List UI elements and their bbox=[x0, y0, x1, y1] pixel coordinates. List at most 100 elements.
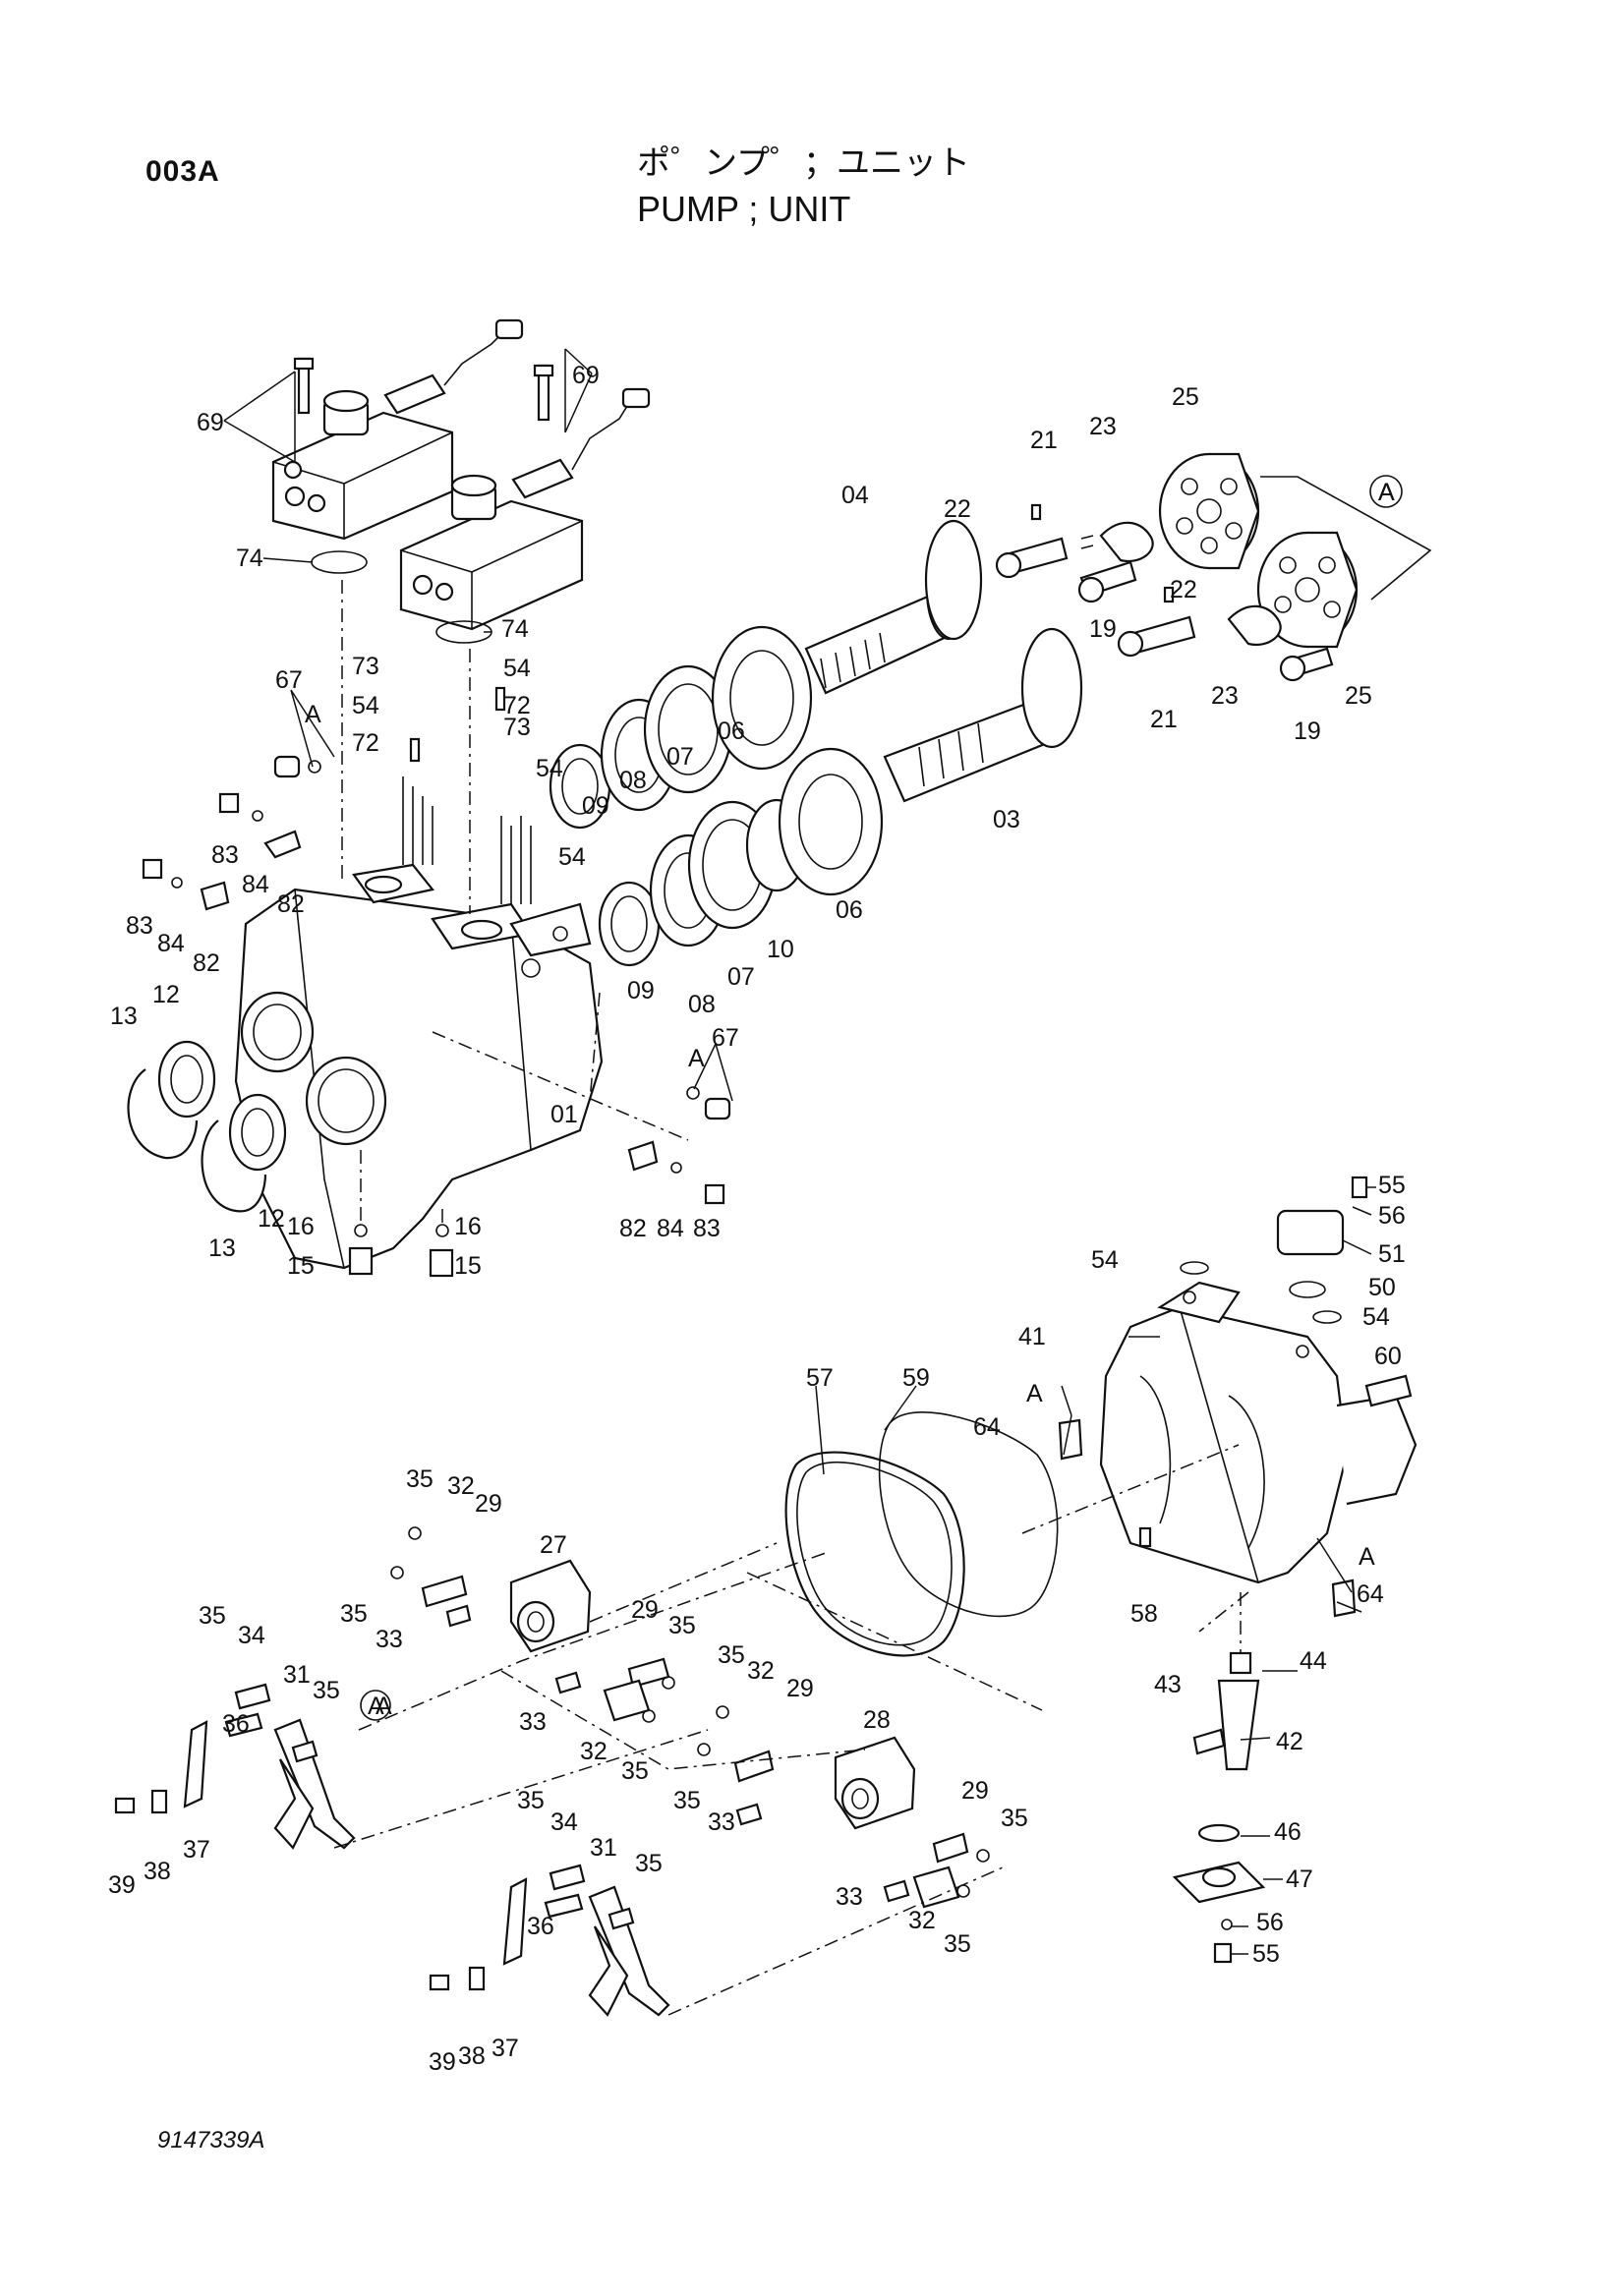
callout-label: 39 bbox=[108, 1871, 136, 1899]
tilt-housing bbox=[1099, 1281, 1418, 1584]
callout-label: 41 bbox=[1018, 1323, 1046, 1350]
callout-label: 59 bbox=[902, 1364, 930, 1392]
callout-label: 33 bbox=[519, 1708, 547, 1736]
callout-label: 82 bbox=[619, 1215, 647, 1242]
callout-label: 27 bbox=[540, 1531, 567, 1559]
callout-label: 06 bbox=[836, 896, 863, 924]
callout-label: 32 bbox=[908, 1907, 936, 1934]
callout-label: 60 bbox=[1374, 1343, 1402, 1370]
callout-label: 35 bbox=[340, 1600, 368, 1628]
callout-label: 38 bbox=[458, 2042, 486, 2070]
callout-label: 06 bbox=[718, 718, 745, 745]
callout-label: 54 bbox=[558, 843, 586, 871]
callout-label: 54 bbox=[352, 692, 379, 719]
o-ring-74-left bbox=[311, 550, 368, 574]
callout-label: 19 bbox=[1089, 615, 1117, 643]
callout-label: 35 bbox=[517, 1787, 545, 1814]
callout-label: 67 bbox=[275, 666, 303, 694]
callout-label: 54 bbox=[1362, 1303, 1390, 1331]
callout-label: 84 bbox=[157, 930, 185, 957]
callout-label: 16 bbox=[287, 1213, 315, 1240]
page-title: PUMP ; UNIT bbox=[637, 189, 851, 229]
callout-label: 22 bbox=[944, 495, 971, 523]
callout-label: 56 bbox=[1256, 1909, 1284, 1936]
callout-label: 31 bbox=[283, 1661, 311, 1689]
callout-label: 64 bbox=[973, 1413, 1001, 1441]
callout-label: 25 bbox=[1345, 682, 1372, 710]
gasket-57 bbox=[784, 1451, 965, 1657]
drive-shaft-04-assembly bbox=[804, 519, 983, 695]
bearing-stack-lower bbox=[598, 747, 884, 967]
callout-label: 57 bbox=[806, 1364, 834, 1392]
callout-label: 83 bbox=[693, 1215, 721, 1242]
callout-label: 35 bbox=[1001, 1805, 1028, 1832]
callout-label: 84 bbox=[242, 871, 269, 898]
callout-label: 09 bbox=[582, 792, 609, 820]
callout-label: 82 bbox=[193, 949, 220, 977]
cylinder-block-upper bbox=[1158, 452, 1260, 570]
callout-label: 36 bbox=[527, 1913, 554, 1940]
callout-label: 39 bbox=[429, 2048, 456, 2076]
callout-label: 01 bbox=[550, 1101, 578, 1128]
seal-12-upper bbox=[157, 1040, 216, 1119]
page-title-japanese: ポ゜ンプ゜；ユニット bbox=[637, 144, 970, 183]
callout-label: 47 bbox=[1286, 1866, 1313, 1893]
svg-text:A: A bbox=[368, 1693, 384, 1720]
servo-piston-27 bbox=[509, 1559, 592, 1653]
callout-label: A bbox=[1026, 1380, 1043, 1407]
callout-label: 21 bbox=[1150, 706, 1178, 733]
callout-label: 32 bbox=[580, 1738, 608, 1765]
svg-text:A: A bbox=[1378, 479, 1395, 506]
bearing-stack-upper bbox=[549, 625, 813, 830]
callout-label: 72 bbox=[352, 729, 379, 757]
servo-piston-28 bbox=[834, 1736, 916, 1830]
callout-label: 83 bbox=[211, 841, 239, 869]
callout-label: 34 bbox=[550, 1808, 578, 1836]
callout-label: 58 bbox=[1130, 1600, 1158, 1628]
callout-label: 51 bbox=[1378, 1240, 1406, 1268]
callout-label: 04 bbox=[841, 482, 869, 509]
drawing-number: 9147339A bbox=[157, 2127, 265, 2153]
callout-label: 84 bbox=[657, 1215, 684, 1242]
callout-label: 16 bbox=[454, 1213, 482, 1240]
callout-label: 82 bbox=[277, 890, 305, 918]
lever-37-right bbox=[502, 1877, 528, 1966]
callout-label: 33 bbox=[708, 1808, 735, 1836]
callout-label: 23 bbox=[1211, 682, 1239, 710]
callout-label: 07 bbox=[666, 743, 694, 771]
callout-label: 50 bbox=[1368, 1274, 1396, 1301]
callout-label: 12 bbox=[152, 981, 180, 1008]
callout-label: 33 bbox=[376, 1626, 403, 1653]
page-code: 003A bbox=[145, 155, 220, 188]
snap-ring-13-lower bbox=[201, 1119, 267, 1213]
seal-12-lower bbox=[228, 1093, 287, 1172]
callout-label: 22 bbox=[1170, 576, 1197, 603]
fork-lever-31-right bbox=[544, 1864, 670, 2017]
gasket-59 bbox=[878, 1411, 1059, 1618]
callout-label: 31 bbox=[590, 1834, 617, 1862]
callout-label: 35 bbox=[406, 1465, 434, 1493]
callout-label: 55 bbox=[1378, 1172, 1406, 1199]
callout-label: 37 bbox=[183, 1836, 210, 1864]
callout-label: 33 bbox=[836, 1883, 863, 1911]
callout-label: 32 bbox=[447, 1472, 475, 1500]
pump-casing bbox=[234, 863, 604, 1270]
callout-label: 67 bbox=[712, 1024, 739, 1052]
drive-shaft-03-assembly bbox=[883, 627, 1083, 803]
callout-label: 35 bbox=[668, 1612, 696, 1639]
callout-label: 38 bbox=[144, 1858, 171, 1885]
callout-label: 35 bbox=[718, 1641, 745, 1669]
callout-label: 46 bbox=[1274, 1818, 1302, 1846]
servo-shaft-42 bbox=[1217, 1679, 1260, 1771]
callout-label: 09 bbox=[627, 977, 655, 1004]
callout-label: 36 bbox=[222, 1710, 250, 1738]
callout-label: 56 bbox=[1378, 1202, 1406, 1230]
callout-label: 34 bbox=[238, 1622, 265, 1649]
callout-label: 21 bbox=[1030, 427, 1058, 454]
regulator-valve-lower bbox=[399, 364, 651, 631]
callout-label: 37 bbox=[492, 2035, 519, 2062]
callout-label: 28 bbox=[863, 1706, 891, 1734]
callout-label: 32 bbox=[747, 1657, 775, 1685]
